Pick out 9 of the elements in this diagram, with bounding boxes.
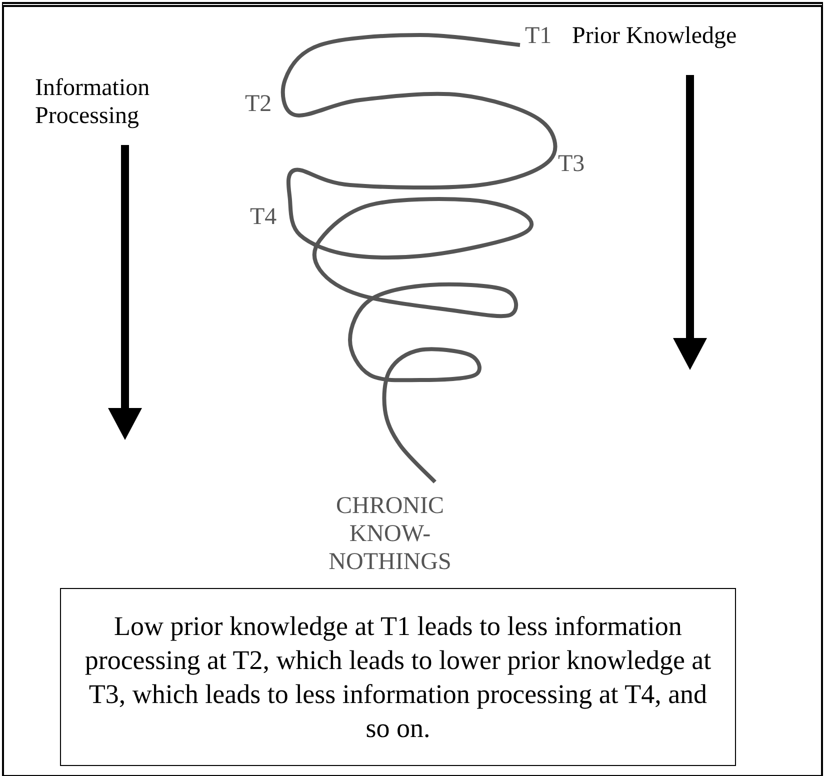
explanation-text: Low prior knowledge at T1 leads to less information processing at T2, which leads to lower prior knowledge at T3, which leads to less information processing at T4, and so on.	[84, 610, 712, 745]
time-label: T2	[245, 90, 272, 118]
axis-label: Information Processing	[35, 74, 151, 130]
outcome-label: CHRONIC KNOW-NOTHINGS	[328, 492, 452, 576]
time-label: T3	[558, 150, 585, 178]
axis-label: Prior Knowledge	[572, 22, 737, 50]
time-label: T1	[525, 22, 552, 50]
caption-box	[60, 588, 736, 766]
time-label: T4	[250, 203, 277, 231]
